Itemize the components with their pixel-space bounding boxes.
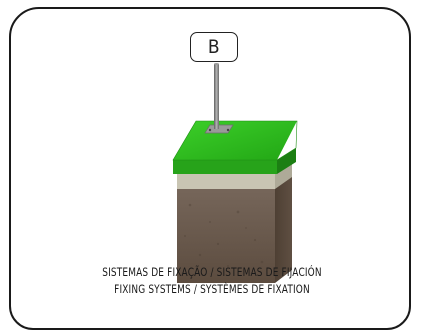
turf-front xyxy=(173,160,277,174)
variant-badge: B xyxy=(190,32,238,62)
variant-letter: B xyxy=(207,36,221,58)
soil-texture xyxy=(184,203,264,267)
sand-layer-front xyxy=(177,173,275,189)
anchor-rod xyxy=(214,64,219,129)
turf-top xyxy=(173,121,297,160)
soil-side xyxy=(275,176,292,283)
caption-line-1: SISTEMAS DE FIXAÇÃO / SISTEMAS DE FIJACI… xyxy=(102,265,322,279)
caption-line-2: FIXING SYSTEMS / SYSTÈMES DE FIXATION xyxy=(114,282,310,296)
turf-side xyxy=(277,148,296,174)
soil-front xyxy=(177,188,275,283)
sand-layer-side xyxy=(275,161,292,189)
